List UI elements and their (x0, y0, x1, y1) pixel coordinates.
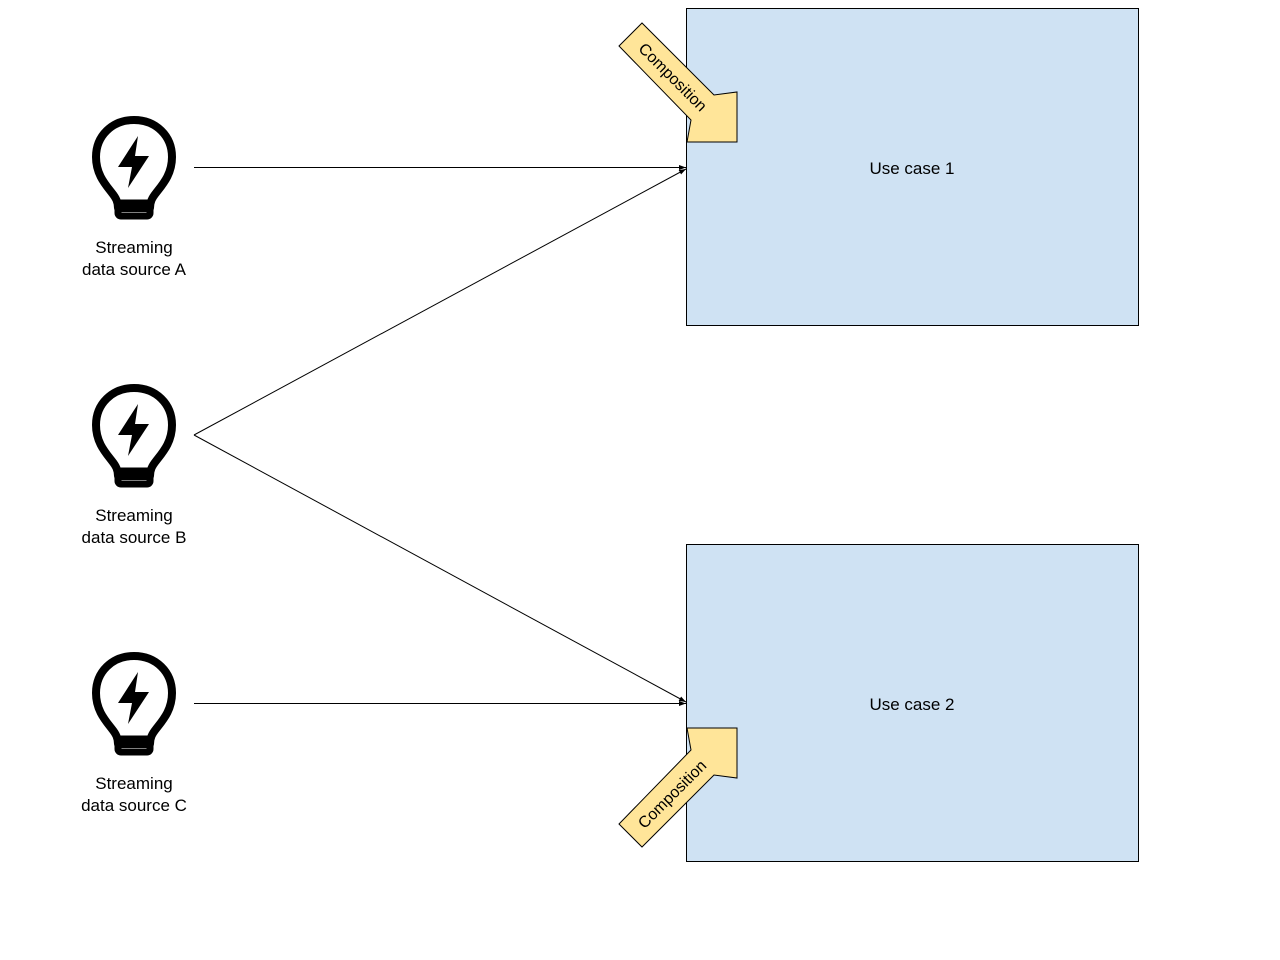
connector-b-to-use-case-2 (193, 434, 687, 703)
lightbulb-bolt-icon (96, 388, 172, 484)
source-c-label-line1: Streaming (95, 774, 173, 793)
source-a-label-line1: Streaming (95, 238, 173, 257)
source-c-label-line2: data source C (81, 796, 187, 815)
use-case-2-box (686, 544, 1139, 862)
source-a-label-line2: data source A (82, 260, 186, 279)
use-case-1-label: Use case 1 (869, 159, 954, 178)
source-c-label: Streaming data source C (44, 773, 224, 817)
connector-b-to-use-case-1 (193, 168, 687, 436)
use-case-1-box (686, 8, 1139, 326)
source-b-label-line1: Streaming (95, 506, 173, 525)
use-case-2-label: Use case 2 (869, 695, 954, 714)
source-b-label: Streaming data source B (44, 505, 224, 549)
lightbulb-bolt-icon (96, 656, 172, 752)
source-a-label: Streaming data source A (44, 237, 224, 281)
source-b-label-line2: data source B (81, 528, 187, 547)
lightbulb-bolt-icon (96, 120, 172, 216)
